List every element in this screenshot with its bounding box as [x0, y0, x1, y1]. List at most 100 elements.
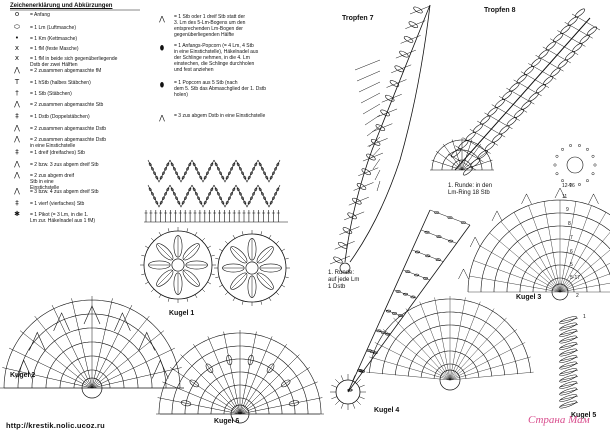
chain-stitch: [261, 192, 264, 196]
row-number: 5: [570, 262, 573, 268]
fan-spoke: [559, 201, 577, 293]
fern-stitch: [542, 46, 557, 56]
watermark-logo-part1: Страна: [528, 414, 566, 426]
chain-stitch: [252, 167, 255, 171]
chain-stitch: [261, 167, 264, 171]
edge-stitch: [241, 300, 244, 305]
fern-stitch: [563, 46, 579, 55]
fern-stitch: [535, 54, 550, 64]
label-tropfen-7: Tropfen 7: [342, 15, 374, 22]
fern-stitch: [549, 38, 565, 47]
edge-stitch: [232, 234, 236, 239]
petal-spoke: [183, 243, 200, 260]
edge-stitch: [275, 291, 280, 296]
dot-stitch: [553, 163, 557, 167]
chain-stitch: [177, 175, 181, 180]
drop-chain: [413, 6, 423, 14]
label-kugel-4: Kugel 4: [374, 407, 400, 414]
lattice-chain: [360, 370, 366, 373]
chain-stitch: [210, 187, 214, 192]
fan-spoke: [157, 397, 241, 415]
fern-stitch: [557, 30, 572, 39]
edge-stitch: [284, 257, 289, 260]
chain-stitch: [188, 187, 192, 192]
fan-spoke: [449, 301, 481, 381]
fan-spoke: [91, 367, 182, 389]
side-leaf-stitch: [559, 350, 579, 355]
fan-petal: [288, 400, 300, 407]
side-leaf-stitch: [559, 330, 579, 336]
chain-stitch: [272, 196, 275, 200]
lattice-rung: [394, 289, 417, 299]
row-number: 7: [570, 235, 573, 241]
fern-fan-spoke: [461, 159, 493, 171]
side-leaf: [559, 394, 577, 402]
side-leaf: [559, 342, 577, 350]
chain-stitch: [221, 175, 225, 180]
legend-symbol: ⋀: [14, 124, 20, 132]
edge-stitch: [218, 284, 223, 288]
legend-entry: = 3 zus abgem Dstb in eine Einstichstell…: [174, 113, 266, 119]
drop-edge: [349, 4, 431, 263]
chain-stitch: [276, 187, 280, 192]
lattice-rung: [385, 309, 404, 317]
chain-stitch: [192, 187, 196, 192]
legend-symbol: ⋀: [14, 171, 20, 179]
dot-stitch: [555, 154, 559, 158]
edge-stitch: [158, 294, 162, 299]
side-leaf: [559, 374, 577, 383]
chain-stitch: [214, 187, 218, 192]
fern-stitch: [484, 112, 499, 122]
fan-spoke: [393, 317, 451, 381]
watermark-logo: Страна Мам: [528, 414, 590, 426]
drop-row: [360, 92, 381, 104]
fan-petal: [247, 354, 254, 366]
chain-stitch: [225, 175, 229, 180]
chain-stitch: [239, 167, 242, 171]
fan-spoke: [449, 371, 534, 381]
chain-stitch: [258, 187, 262, 192]
lattice-chain: [347, 388, 353, 392]
legend-entry: = 1 Dstb (Doppelstäbchen): [30, 114, 90, 120]
side-leaf: [559, 316, 577, 324]
drop-stitch: [372, 123, 393, 132]
ring-stitch: [331, 384, 338, 388]
lattice-edge: [347, 224, 471, 393]
row-number: 9: [566, 207, 569, 213]
edge-stitch: [210, 273, 215, 276]
legend-entry: = 1 fM (feste Masche): [30, 46, 79, 52]
fan-spoke: [170, 367, 241, 415]
fern-stitch: [513, 79, 528, 89]
chain-stitch: [274, 192, 277, 196]
drop-stitch: [400, 35, 421, 44]
chain-stitch: [225, 200, 229, 205]
chain-stitch: [236, 162, 240, 167]
drop-chain: [342, 227, 353, 234]
fern-stitch: [498, 96, 514, 105]
edge-stitch: [224, 291, 229, 296]
fan-spoke: [480, 245, 561, 293]
ring-stitch: [352, 402, 356, 409]
dot-stitch: [593, 163, 597, 167]
row-number: 11: [562, 194, 568, 200]
edge-stitch: [210, 254, 215, 257]
drop-chain: [408, 21, 419, 29]
fan-spoke: [543, 201, 561, 293]
drop-row: [374, 169, 381, 181]
fan-spoke: [91, 330, 165, 389]
fan-spoke: [559, 249, 610, 293]
fern-stitch: [506, 87, 521, 97]
fan-spoke: [366, 371, 451, 381]
fern-leaf: [586, 26, 598, 36]
petal-spoke: [183, 270, 200, 287]
fan-spoke: [207, 336, 241, 415]
legend-entry: = 1 Lm (Luftmasche): [30, 25, 76, 31]
ring-stitch: [335, 400, 340, 405]
drop-stitch: [334, 241, 355, 250]
edge-stitch: [207, 245, 212, 249]
fan-peak: [83, 305, 101, 325]
fan-petal: [226, 354, 233, 366]
drop-chain: [380, 109, 390, 117]
chain-arch: [191, 159, 215, 183]
fan-spoke: [434, 297, 451, 381]
